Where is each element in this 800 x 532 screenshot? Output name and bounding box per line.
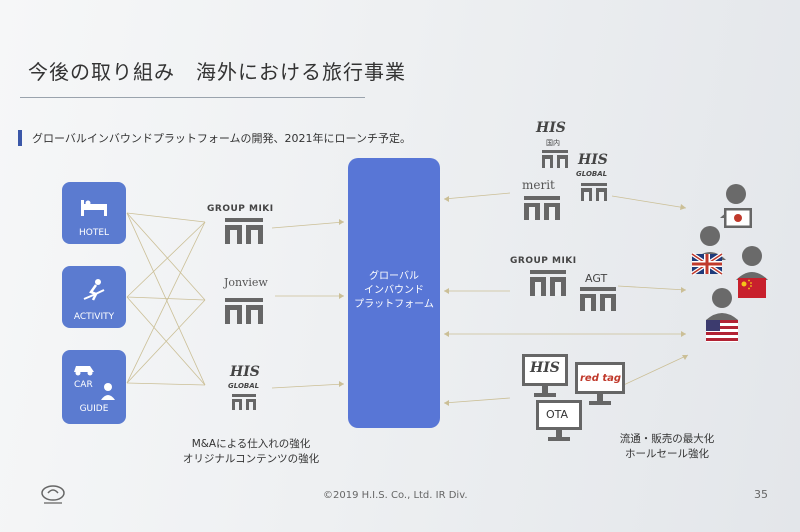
building-icon: [530, 270, 566, 296]
platform-label-line1: グローバル: [369, 271, 419, 282]
subtitle-marker: [18, 130, 22, 146]
building-icon: [542, 150, 568, 168]
building-icon: [225, 218, 263, 244]
title-divider: [20, 97, 365, 98]
guide-person-icon: [101, 383, 115, 400]
tile-activity-label: ACTIVITY: [73, 312, 115, 322]
tile-hotel: HOTEL: [62, 182, 126, 244]
brand-his-global-sub: GLOBAL: [228, 382, 260, 390]
brand-merit: merit: [522, 178, 555, 192]
tile-car-label: CAR: [74, 380, 93, 390]
brand-his-global: HIS: [578, 152, 608, 168]
japan-flag-icon: [725, 209, 751, 227]
platform-label-line2: インバウンド: [364, 285, 424, 296]
tile-activity: ACTIVITY: [62, 266, 126, 328]
slide-title: 今後の取り組み 海外における旅行事業: [28, 60, 406, 84]
building-icon: [581, 183, 607, 201]
slide-subtitle: グローバルインバウンドプラットフォームの開発、2021年にローンチ予定。: [32, 132, 412, 145]
brand-redtag: red tag: [580, 373, 622, 384]
surfer-icon: [83, 279, 105, 301]
platform-label-line3: プラットフォーム: [354, 299, 434, 310]
tile-guide-label: GUIDE: [79, 404, 109, 414]
company-logo-icon: [41, 485, 65, 504]
car-icon: [74, 366, 94, 376]
right-note-line1: 流通・販売の最大化: [619, 433, 715, 445]
brand-group-miki: GROUP MIKI: [207, 204, 274, 214]
left-note-line2: オリジナルコンテンツの強化: [182, 453, 320, 465]
china-flag-icon: [738, 278, 766, 298]
monitor-icon: [536, 400, 582, 441]
brand-his-screen: HIS: [530, 360, 560, 376]
tile-hotel-label: HOTEL: [78, 228, 110, 238]
us-flag-icon: [706, 320, 738, 342]
brand-jonview: Jonview: [224, 276, 268, 289]
uk-flag-icon: [690, 252, 724, 276]
building-icon: [225, 298, 263, 324]
bed-icon: [81, 200, 107, 216]
global-inbound-platform: グローバル インバウンド プラットフォーム: [348, 158, 440, 428]
copyright: ©2019 H.I.S. Co., Ltd. IR Div.: [323, 490, 468, 501]
inbound-customers: [690, 184, 768, 342]
monitor-icon: [522, 354, 568, 397]
brand-group-miki-right: GROUP MIKI: [510, 256, 577, 266]
brand-his: HIS: [230, 364, 260, 380]
monitor-icon: [575, 362, 625, 405]
building-icon: [232, 394, 256, 410]
brand-agt: AGT: [585, 272, 608, 285]
brand-his-domestic-sub: 国内: [546, 139, 560, 147]
brand-his-domestic: HIS: [536, 120, 566, 136]
left-note-line1: M&Aによる仕入れの強化: [191, 438, 311, 450]
building-icon: [524, 196, 560, 220]
tile-car-guide: CAR GUIDE: [62, 350, 126, 424]
page-number: 35: [754, 488, 768, 501]
right-note-line2: ホールセール強化: [625, 448, 709, 460]
brand-his-global-sub: GLOBAL: [576, 170, 608, 178]
left-note: M&Aによる仕入れの強化 オリジナルコンテンツの強化: [176, 437, 326, 467]
brand-ota: OTA: [546, 408, 569, 421]
building-icon: [580, 287, 616, 311]
right-note: 流通・販売の最大化 ホールセール強化: [602, 432, 732, 462]
